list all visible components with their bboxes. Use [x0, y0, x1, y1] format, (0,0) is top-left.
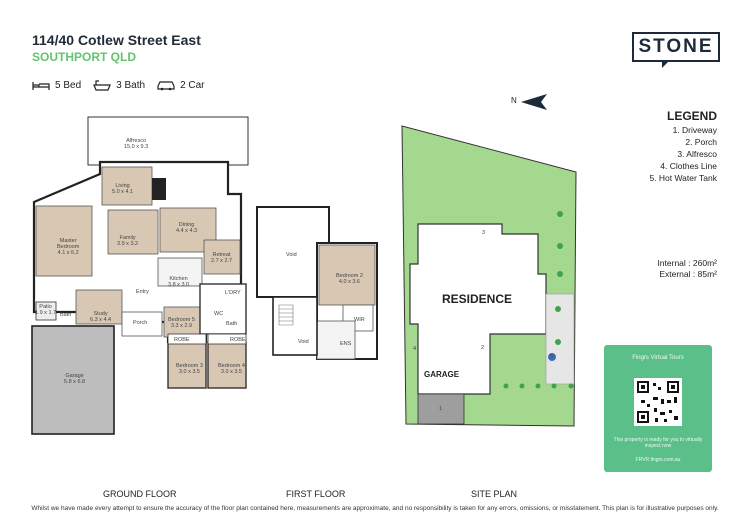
external-label: External [659, 269, 691, 279]
virtual-tour-note: This property is ready for you to virtua… [613, 437, 703, 449]
first-floor-title: FIRST FLOOR [286, 489, 346, 499]
room-wir: WIR [354, 317, 365, 323]
legend: LEGEND 1. Driveway 2. Porch 3. Alfresco … [649, 110, 717, 184]
feature-bath: 3 Bath [93, 80, 145, 91]
legend-item: 3. Alfresco [677, 149, 717, 159]
feature-bath-label: 3 Bath [116, 80, 146, 91]
room-bath-1: Bath [60, 312, 72, 318]
virtual-tour-brand: Fingrs [632, 355, 649, 361]
feature-bed: 5 Bed [32, 80, 81, 91]
room-bath-2: Bath [226, 321, 238, 327]
site-garage-label: GARAGE [424, 370, 460, 379]
bath-icon [93, 80, 112, 91]
room-entry: Entry [136, 289, 149, 295]
site-marker-4: 4 [413, 346, 417, 352]
room-robe-1: ROBE [174, 337, 190, 343]
property-address: 114/40 Cotlew Street East [32, 32, 201, 48]
property-suburb: SOUTHPORT QLD [32, 50, 136, 64]
site-marker-3: 3 [482, 230, 486, 236]
legend-item: 2. Porch [685, 137, 717, 147]
ground-floor-title: GROUND FLOOR [103, 489, 177, 499]
room-porch: Porch [133, 320, 148, 326]
legend-item: 5. Hot Water Tank [649, 173, 717, 183]
tree-icon [555, 339, 561, 345]
north-arrow-icon [521, 94, 547, 110]
room-ens: ENS [340, 341, 352, 347]
site-plan [401, 125, 577, 427]
room-void-1: Void [286, 252, 297, 258]
external-value: : 85m² [692, 269, 717, 279]
disclaimer: Whilst we have made every attempt to ens… [31, 505, 719, 512]
tree-icon [519, 383, 525, 389]
internal-value: : 260m² [688, 258, 717, 268]
room-void-2: Void [298, 339, 309, 345]
car-icon [157, 81, 175, 91]
qr-code-icon[interactable] [634, 378, 682, 426]
site-marker-2: 2 [481, 345, 485, 351]
site-marker-1: 1 [439, 406, 443, 412]
tree-icon [555, 306, 561, 312]
legend-item: 4. Clothes Line [660, 161, 717, 171]
bed-icon [32, 81, 50, 90]
tree-icon [568, 383, 574, 389]
tree-icon [535, 383, 541, 389]
internal-label: Internal [657, 258, 686, 268]
tree-icon [557, 211, 563, 217]
tree-icon [551, 383, 557, 389]
feature-car-label: 2 Car [180, 80, 205, 91]
legend-item: 1. Driveway [672, 125, 717, 135]
stone-logo: STONE [632, 32, 720, 62]
feature-car: 2 Car [157, 80, 205, 91]
feature-bed-label: 5 Bed [55, 80, 82, 91]
tree-icon [503, 383, 509, 389]
compass-label: N [511, 96, 517, 105]
first-floor-plan [256, 206, 378, 360]
site-residence-label: RESIDENCE [442, 292, 513, 306]
tree-icon [557, 243, 563, 249]
site-marker-5: 5 [550, 354, 554, 360]
legend-title: LEGEND [666, 109, 717, 123]
ground-floor-plan [31, 116, 249, 435]
feature-list: 5 Bed 3 Bath 2 Car [32, 80, 205, 91]
site-plan-title: SITE PLAN [471, 489, 518, 499]
room-wc: WC [214, 311, 224, 317]
logo-tail-icon [662, 62, 668, 68]
room-laundry: L'DRY [225, 290, 241, 296]
tree-icon [557, 271, 563, 277]
virtual-tour-label: Virtual Tours [650, 355, 684, 361]
area-summary: Internal : 260m² External : 85m² [657, 258, 717, 280]
virtual-tour-url[interactable]: FRVR.fingrs.com.au [635, 457, 681, 463]
room-robe-2: ROBE [230, 337, 246, 343]
